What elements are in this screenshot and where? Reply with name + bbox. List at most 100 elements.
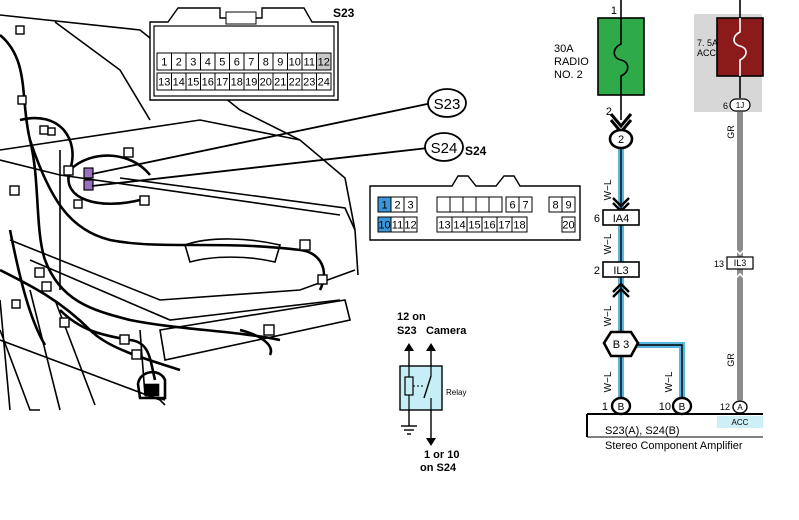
connector-pin-number: 7 [248, 57, 254, 69]
connector-pin-number: 10 [378, 220, 390, 232]
connector-pin-number: 11 [304, 57, 315, 69]
connector-pin-number: 4 [205, 57, 211, 69]
s24-leader-line [91, 147, 429, 187]
fuse-acc: 7. 5A ACC 6 1J [697, 17, 764, 112]
fuse-radio-name1: RADIO [554, 56, 589, 68]
fuse-radio-no2: 1 30A RADIO NO. 2 2 [554, 5, 645, 135]
connector-pin-number: 1 [161, 57, 167, 69]
wire-wl-branch [630, 342, 685, 398]
fuse-acc-rating: 7. 5A [697, 38, 718, 48]
harness-connectors [9, 25, 328, 360]
connector-pin-number: 15 [468, 220, 480, 232]
connector-pin-cell [518, 196, 533, 213]
relay-arrow-up-right [426, 343, 436, 351]
connector-pin-number: 9 [565, 200, 571, 212]
relay-switch-icon [423, 375, 432, 399]
wire-label-gr-1: GR [726, 125, 736, 139]
fuse-radio-rating: 30A [554, 43, 574, 55]
wire-label-wl-3: W−L [603, 305, 614, 326]
connector-pin-number: 9 [277, 57, 283, 69]
connector-pin-cell-empty [462, 196, 477, 213]
wire-label-wl-4: W−L [603, 371, 614, 392]
connector-ia4: 6 IA4 [594, 197, 640, 226]
s24-callout-label: S24 [431, 140, 458, 157]
s23-connector-label: S23 [333, 6, 355, 20]
connector-pin-cell [316, 52, 332, 71]
s23-callout[interactable]: S23 [427, 88, 467, 118]
connector-pin-number: 20 [260, 77, 272, 89]
relay-schematic: 12 on S23 Camera Relay 1 or 10 on S24 [397, 311, 467, 474]
connector-pin-number: 22 [289, 77, 301, 89]
connector-pin-cell [561, 196, 576, 213]
connector-pin-number: 13 [158, 77, 170, 89]
connector-pin-number: 13 [438, 220, 450, 232]
connector-pin-number: 21 [274, 77, 286, 89]
connector-pin-cell [561, 216, 576, 233]
chevron-up-icon [612, 282, 630, 293]
ground-icon [401, 425, 417, 435]
connector-pin-number: 2 [394, 200, 400, 212]
splice-b3: B 3 [602, 330, 640, 358]
connector-pin-number: 8 [552, 200, 558, 212]
connector-pin-number: 12 [404, 220, 416, 232]
connector-pin-number: 19 [245, 77, 257, 89]
relay-label-1or10: 1 or 10 [424, 449, 459, 461]
connector-pin-number: 3 [407, 200, 413, 212]
terminal-b1: 1 B [602, 396, 632, 416]
ia4-label: IA4 [613, 213, 630, 225]
fuse-acc-name: ACC [697, 48, 717, 58]
license-lamp-socket [136, 370, 167, 400]
acc-label-box [717, 416, 763, 428]
relay-side-label: Relay [446, 388, 466, 397]
relay-arrow-up-left [404, 343, 414, 351]
connector-pin-number: 17 [498, 220, 510, 232]
s23-callout-circle [427, 88, 467, 118]
relay-label-on-s24: on S24 [420, 462, 457, 474]
connector-pin-number: 6 [234, 57, 240, 69]
fuse-icon [613, 18, 629, 95]
terminal-b10-label: B [679, 402, 686, 413]
connector-pin-cell [403, 216, 418, 233]
connector-pin-cell [316, 72, 332, 91]
s23-callout-label: S23 [434, 96, 461, 113]
s24-callout[interactable]: S24 S24 [424, 132, 487, 162]
fuse-radio-pin-top: 1 [611, 5, 617, 17]
vehicle-rear-sketch [0, 14, 359, 411]
connector-pin-number: 23 [303, 77, 315, 89]
connector-pin-number: 7 [522, 200, 528, 212]
connector-pin-number: 5 [219, 57, 225, 69]
connector-pin-number: 8 [263, 57, 269, 69]
connector-pin-cell-empty [475, 196, 490, 213]
relay-box [399, 365, 443, 411]
terminal-a12: 12 A [720, 400, 748, 414]
terminal-b1-pin: 1 [602, 401, 608, 413]
connector-pin-number: 18 [513, 220, 525, 232]
connector-pin-cell-empty [436, 196, 451, 213]
b3-label: B 3 [613, 339, 630, 351]
connector-il3: 2 IL3 [594, 261, 640, 298]
wire-label-wl-1: W−L [603, 179, 614, 200]
ia4-pin: 6 [594, 213, 600, 225]
terminal-a12-label: A [737, 403, 743, 412]
relay-arrow-down [426, 438, 436, 446]
node-2: 2 [608, 128, 634, 150]
relay-label-12on: 12 on [397, 311, 426, 323]
connector-il3-right: 13 IL3 [714, 247, 754, 281]
connector-pin-number: 20 [562, 220, 574, 232]
relay-label-camera: Camera [426, 325, 467, 337]
wire-label-wl-5: W−L [664, 371, 675, 392]
connector-pin-number: 12 [318, 57, 330, 69]
connector-pin-number: 2 [176, 57, 182, 69]
terminal-b1-label: B [618, 402, 625, 413]
terminal-b10: 10 B [659, 396, 693, 416]
il3-right-pin: 13 [714, 259, 724, 269]
connector-pin-number: 10 [289, 57, 301, 69]
connector-pin-number: 15 [187, 77, 199, 89]
acc-terminal-label: ACC [732, 418, 749, 427]
terminal-a12-pin: 12 [720, 402, 730, 412]
connector-pin-number: 3 [190, 57, 196, 69]
node-2-label: 2 [618, 134, 624, 146]
